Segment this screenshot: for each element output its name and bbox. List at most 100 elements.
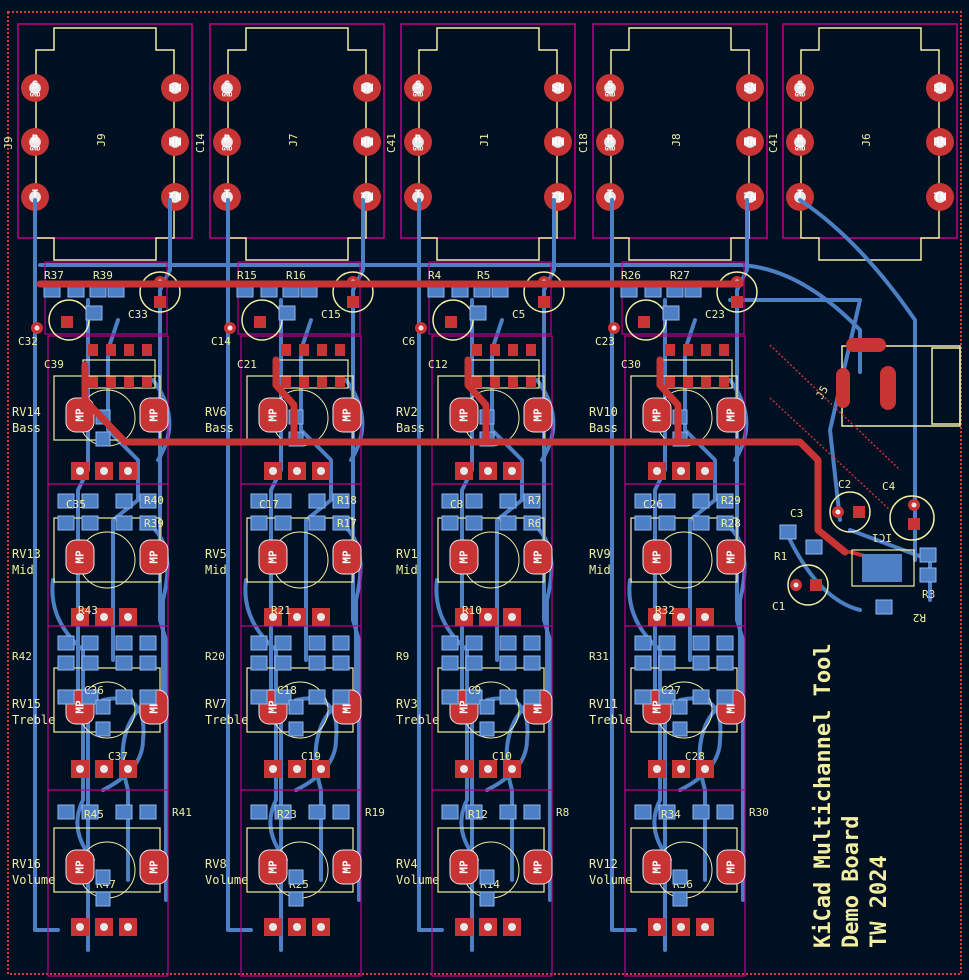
smd-pad bbox=[441, 804, 459, 820]
smd-pad bbox=[274, 635, 292, 651]
smd-pad bbox=[716, 493, 734, 509]
smd-pad bbox=[81, 689, 99, 705]
jack-pin-right-label: RN bbox=[360, 136, 373, 149]
ref-label: R28 bbox=[721, 517, 741, 530]
jack-gnd-label: GND bbox=[605, 92, 616, 99]
smd-pad bbox=[81, 655, 99, 671]
smd-pad bbox=[658, 515, 676, 531]
ref-label: R9 bbox=[396, 650, 409, 663]
jack-gnd-label: GND bbox=[222, 92, 233, 99]
ref-label: R40 bbox=[144, 494, 164, 507]
pot-pad-label: MP bbox=[725, 550, 738, 564]
cap-pad bbox=[608, 322, 620, 334]
ref-label: C17 bbox=[259, 498, 279, 511]
smd-pad bbox=[465, 493, 483, 509]
jack-pin-label: S bbox=[415, 79, 422, 92]
smd-pad bbox=[692, 804, 710, 820]
pot-bass[interactable]: MP MP bbox=[53, 375, 169, 480]
smd-pad bbox=[469, 305, 487, 321]
jack-gnd-label: GND bbox=[30, 146, 41, 153]
smd-pad bbox=[634, 493, 652, 509]
pot-ref-label: RV7 bbox=[205, 697, 227, 711]
jack-pin-label: R bbox=[797, 133, 804, 146]
pot-name-label: Treble bbox=[589, 713, 632, 727]
ref-label: C15 bbox=[321, 308, 341, 321]
ref-label: C6 bbox=[402, 335, 415, 348]
smd-pad bbox=[634, 689, 652, 705]
ref-label: J5 bbox=[813, 384, 831, 402]
smd-pad bbox=[274, 655, 292, 671]
ref-label: R20 bbox=[205, 650, 225, 663]
smd-pad bbox=[274, 689, 292, 705]
ref-label: R4 bbox=[428, 269, 442, 282]
smd-pad bbox=[250, 804, 268, 820]
jack-pin-1 bbox=[21, 128, 49, 156]
pot-name-label: Volume bbox=[589, 873, 632, 887]
cap-pad bbox=[415, 322, 427, 334]
ref-label: R19 bbox=[365, 806, 385, 819]
smd-pad bbox=[308, 689, 326, 705]
jack-gnd-label: GND bbox=[30, 92, 41, 99]
smd-pad bbox=[57, 493, 75, 509]
ref-label: R37 bbox=[44, 269, 64, 282]
ref-label: C5 bbox=[512, 308, 525, 321]
ref-label: R12 bbox=[468, 808, 488, 821]
smd-pad bbox=[919, 547, 937, 563]
cap-pad bbox=[790, 579, 802, 591]
smd-pad bbox=[57, 689, 75, 705]
ref-label: R27 bbox=[670, 269, 690, 282]
ref-label: R31 bbox=[589, 650, 609, 663]
jack-pin-right-label: SN bbox=[168, 82, 181, 95]
ref-label: R43 bbox=[78, 604, 98, 617]
pot-mid[interactable]: MP MP bbox=[630, 517, 746, 626]
smd-pad bbox=[692, 635, 710, 651]
pot-pad-label: MP bbox=[267, 550, 280, 564]
jack-pin-label: T bbox=[224, 188, 231, 201]
jack-pin-right-label: SN bbox=[743, 82, 756, 95]
smd-pad bbox=[115, 655, 133, 671]
pot-ref-label: RV13 bbox=[12, 547, 41, 561]
ref-label: C23 bbox=[705, 308, 725, 321]
pot-ref-label: RV12 bbox=[589, 857, 618, 871]
smd-pad bbox=[57, 804, 75, 820]
pot-pad-label: MP bbox=[148, 408, 161, 422]
ref-label: R8 bbox=[556, 806, 569, 819]
jack-side-label: C41 bbox=[767, 133, 780, 153]
ref-label: R17 bbox=[337, 517, 357, 530]
smd-pad bbox=[634, 655, 652, 671]
ref-label: C35 bbox=[66, 498, 86, 511]
ref-label: R3 bbox=[922, 588, 935, 601]
jack-pin-right-0 bbox=[926, 74, 954, 102]
title-line-3: TW 2024 bbox=[867, 855, 892, 948]
jack-pin-1 bbox=[596, 128, 624, 156]
smd-pad bbox=[250, 689, 268, 705]
smd-pad bbox=[332, 804, 350, 820]
jack-pin-right-label: RN bbox=[551, 136, 564, 149]
smd-pad bbox=[658, 493, 676, 509]
jack-pin-label: R bbox=[415, 133, 422, 146]
smd-pad bbox=[308, 804, 326, 820]
ref-label: R10 bbox=[462, 604, 482, 617]
pot-pad-label: MP bbox=[651, 550, 664, 564]
pot-pad-label: MP bbox=[74, 408, 87, 422]
smd-pad bbox=[658, 689, 676, 705]
pot-pad-label: MP bbox=[267, 408, 280, 422]
smd-pad bbox=[85, 305, 103, 321]
smd-pad bbox=[250, 515, 268, 531]
jack-pin-label: T bbox=[415, 188, 422, 201]
ref-label: R21 bbox=[271, 604, 291, 617]
pot-pad-label: MP bbox=[651, 860, 664, 874]
jack-gnd-label: GND bbox=[795, 146, 806, 153]
jack-pin-label: R bbox=[32, 133, 39, 146]
